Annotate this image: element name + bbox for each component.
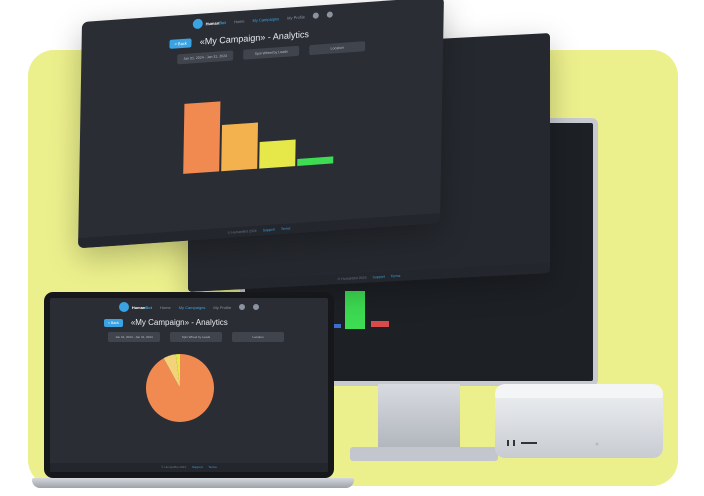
- nav-profile[interactable]: My Profile: [213, 304, 232, 310]
- monitor-foot: [350, 447, 498, 461]
- page-title: «My Campaign» - Analytics: [130, 318, 228, 327]
- top-nav: HumanBot Home My Campaigns My Profile: [50, 298, 328, 316]
- nav-home[interactable]: Home: [160, 304, 171, 310]
- logo-icon: [118, 302, 129, 312]
- studio-ports: [507, 440, 599, 446]
- monitor-bar: [345, 291, 365, 329]
- bar-A[interactable]: [183, 101, 221, 174]
- nav-campaigns[interactable]: My Campaigns: [252, 15, 280, 23]
- mac-studio-top: [495, 384, 663, 398]
- bar-C[interactable]: [259, 139, 296, 169]
- footer-terms-link[interactable]: Terms: [280, 226, 291, 232]
- footer-support-link[interactable]: Support: [192, 465, 203, 469]
- monitor-bar: [329, 324, 341, 328]
- footer-support-link[interactable]: Support: [262, 227, 275, 233]
- date-range-select[interactable]: Jan 01, 2024 - Jan 31, 2024: [108, 332, 160, 342]
- brand-logo[interactable]: HumanBot: [118, 302, 153, 312]
- location-select[interactable]: Location: [232, 332, 284, 342]
- sd-slot: [521, 442, 537, 444]
- brand-name: HumanBot: [205, 19, 226, 26]
- usb-port: [513, 440, 515, 446]
- mac-studio: [495, 390, 663, 458]
- usb-port: [507, 440, 509, 446]
- filter-row: Jan 01, 2024 - Jan 31, 2024 Spin Wheel b…: [50, 327, 328, 342]
- title-row: < Back «My Campaign» - Analytics: [50, 316, 328, 327]
- laptop-base: [32, 478, 354, 488]
- footer-copy: © HumanBot 2024: [161, 465, 187, 469]
- spin-wheel-select[interactable]: Spin Wheel by Leads: [170, 332, 222, 342]
- notification-icon[interactable]: [312, 12, 320, 19]
- brand-logo[interactable]: HumanBot: [192, 17, 226, 30]
- power-led: [595, 442, 599, 446]
- footer-copy: © HumanBot 2024: [227, 228, 257, 235]
- footer-copy: © HumanBot 2024: [337, 275, 367, 282]
- settings-icon[interactable]: [253, 304, 260, 310]
- pie-slice[interactable]: [175, 354, 180, 388]
- laptop: HumanBot Home My Campaigns My Profile < …: [44, 292, 334, 478]
- bar-B[interactable]: [221, 122, 259, 172]
- nav-profile[interactable]: My Profile: [287, 13, 306, 21]
- back-button[interactable]: < Back: [104, 318, 123, 327]
- monitor-bar: [371, 321, 389, 327]
- bar-D[interactable]: [297, 156, 334, 166]
- bar-chart: [183, 101, 334, 174]
- logo-icon: [192, 18, 203, 30]
- pie-chart: [146, 354, 214, 422]
- nav-home[interactable]: Home: [233, 18, 245, 24]
- laptop-screen: HumanBot Home My Campaigns My Profile < …: [50, 298, 328, 472]
- monitor-stand: [378, 384, 460, 454]
- back-button[interactable]: < Back: [169, 37, 192, 49]
- footer: © HumanBot 2024 Support Terms: [50, 463, 328, 472]
- brand-name: HumanBot: [131, 304, 153, 310]
- notification-icon[interactable]: [239, 304, 246, 310]
- footer-terms-link[interactable]: Terms: [390, 273, 401, 279]
- footer-support-link[interactable]: Support: [372, 274, 385, 280]
- footer-terms-link[interactable]: Terms: [208, 465, 217, 469]
- pie-slice[interactable]: [163, 354, 180, 388]
- nav-campaigns[interactable]: My Campaigns: [178, 304, 206, 310]
- settings-icon[interactable]: [326, 11, 334, 18]
- main-screen: HumanBot Home My Campaigns My Profile < …: [78, 0, 444, 249]
